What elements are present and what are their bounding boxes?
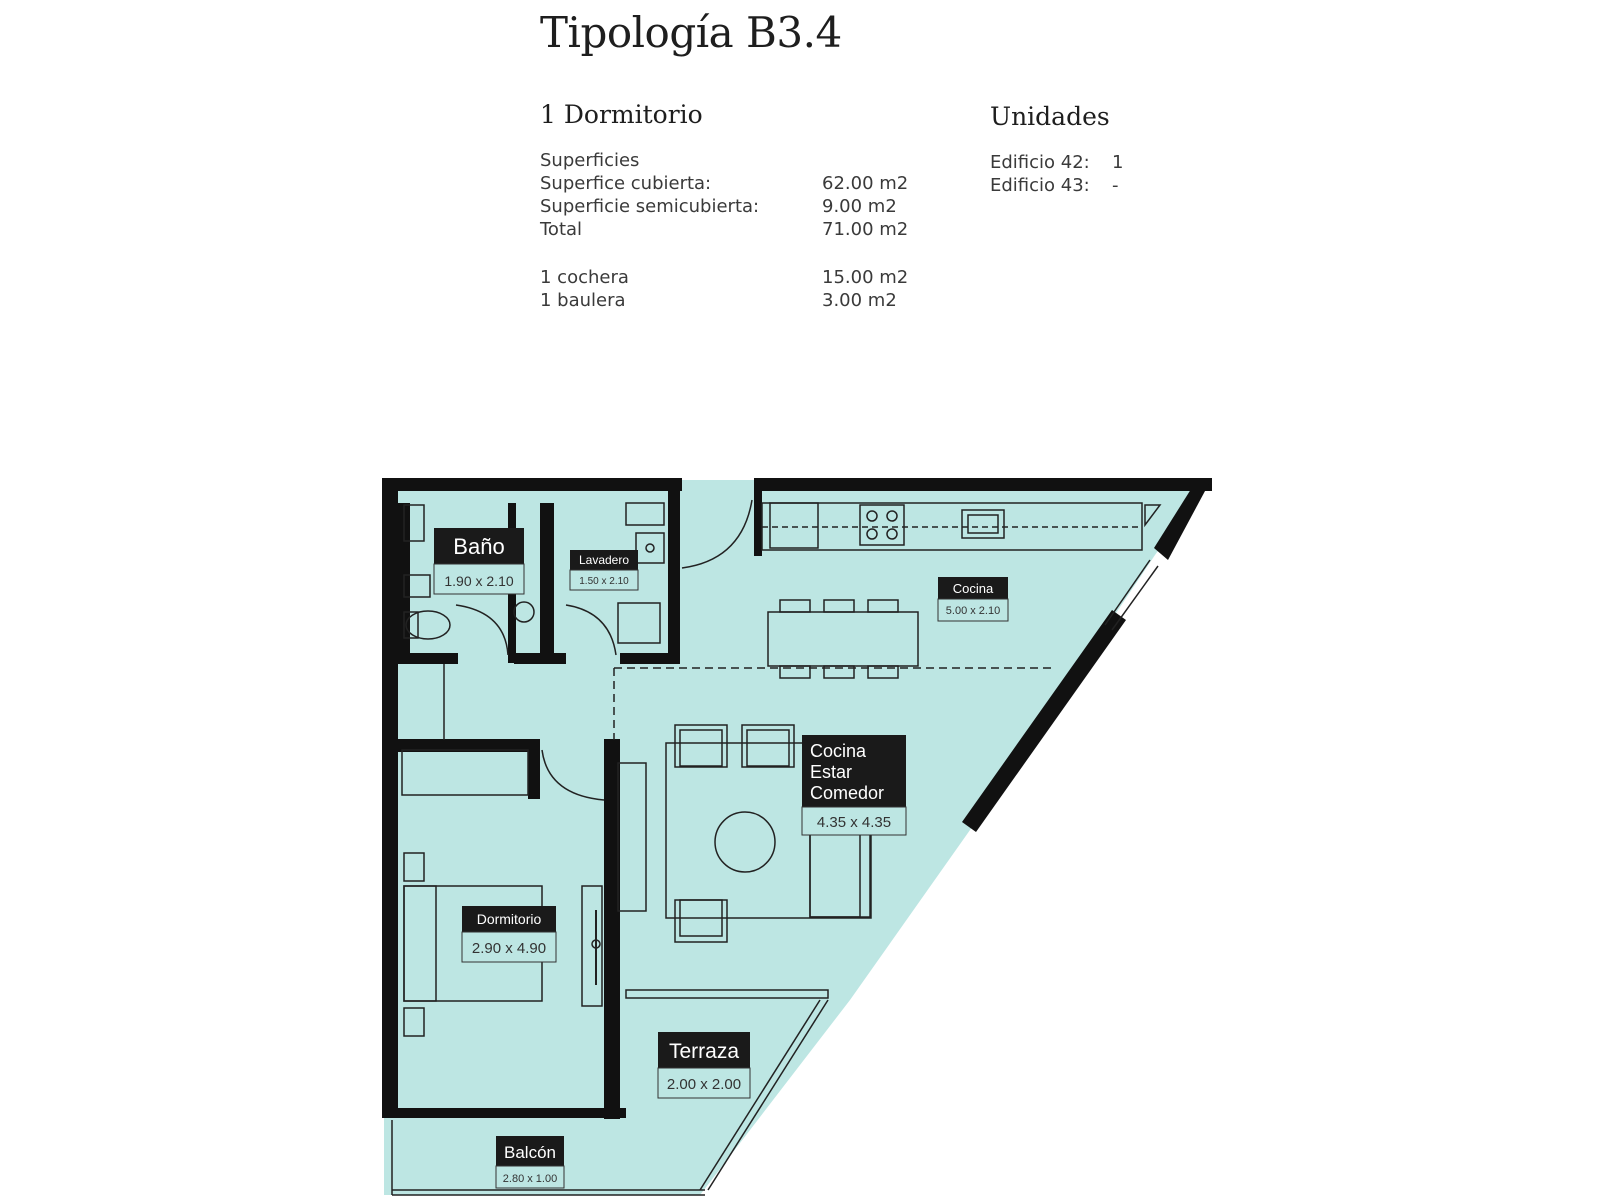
label-estar-line2: Estar [810,762,852,782]
label-balcon-size: 2.80 x 1.00 [503,1173,557,1185]
label-dormitorio-name: Dormitorio [477,911,542,927]
extra-label-cochera: 1 cochera [540,267,629,288]
label-dormitorio-size: 2.90 x 4.90 [472,940,546,957]
label-lavadero: Lavadero 1.50 x 2.10 [569,550,639,591]
area-label-semicubierta: Superficie semicubierta: [540,196,760,217]
unit-value-42: 1 [1112,152,1124,173]
label-estar-line3: Comedor [810,783,884,803]
label-bano-size: 1.90 x 2.10 [444,573,513,589]
area-value-semicubierta: 9.00 m2 [822,196,897,217]
furniture [391,499,1162,1196]
label-bano: Baño 1.90 x 2.10 [433,528,525,595]
label-terraza: Terraza 2.00 x 2.00 [657,1032,751,1099]
type-heading: 1 Dormitorio [540,100,703,129]
area-value-total: 71.00 m2 [822,219,909,240]
label-estar-line1: Cocina [810,741,867,761]
label-dormitorio: Dormitorio 2.90 x 4.90 [461,906,557,963]
unit-value-43: - [1112,175,1119,196]
extra-label-baulera: 1 baulera [540,290,626,311]
label-estar-size: 4.35 x 4.35 [817,814,891,831]
area-label-cubierta: Superfice cubierta: [540,173,712,194]
label-cocina-size: 5.00 x 2.10 [946,605,1000,617]
label-lavadero-size: 1.50 x 2.10 [579,576,629,587]
unit-label-43: Edificio 43: [990,175,1090,196]
label-terraza-name: Terraza [669,1040,739,1063]
extra-value-cochera: 15.00 m2 [822,267,909,288]
label-estar: Cocina Estar Comedor 4.35 x 4.35 [801,735,907,836]
label-cocina: Cocina 5.00 x 2.10 [937,577,1009,622]
unit-label-42: Edificio 42: [990,152,1090,173]
areas-header: Superficies [540,150,640,171]
label-balcon-name: Balcón [504,1143,556,1162]
page-title: Tipología B3.4 [540,8,842,57]
units-heading: Unidades [990,102,1110,131]
floor-area [384,480,1210,1195]
label-balcon: Balcón 2.80 x 1.00 [495,1136,565,1189]
label-bano-name: Baño [453,534,504,559]
extra-value-baulera: 3.00 m2 [822,290,897,311]
label-cocina-name: Cocina [953,581,994,596]
label-terraza-size: 2.00 x 2.00 [667,1076,741,1093]
area-value-cubierta: 62.00 m2 [822,173,909,194]
label-lavadero-name: Lavadero [579,553,629,567]
area-label-total: Total [540,219,583,240]
walls [382,478,1212,1119]
